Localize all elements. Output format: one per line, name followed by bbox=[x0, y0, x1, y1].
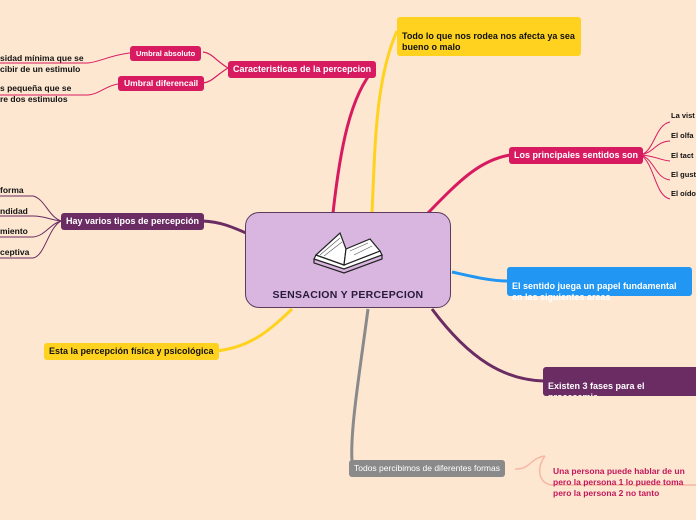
link-sentidos bbox=[428, 155, 510, 213]
node-tipo-1-text: forma bbox=[0, 185, 24, 195]
link-caracteristicas bbox=[333, 68, 375, 213]
book-icon bbox=[310, 229, 386, 275]
node-sentido-5-text: El oído bbox=[671, 189, 696, 198]
link-sentido-1 bbox=[641, 122, 670, 155]
link-sentido-5 bbox=[641, 155, 670, 199]
link-tipos bbox=[203, 221, 246, 233]
node-umbral-diferencial-desc[interactable]: s pequeña que se re dos estimulos bbox=[0, 72, 71, 105]
node-todos-percibimos-text: Todos percibimos de diferentes formas bbox=[354, 463, 500, 473]
node-papel-fundamental[interactable]: El sentido juega un papel fundamental en… bbox=[507, 267, 692, 296]
node-umbral-absoluto-desc-text: sidad mínima que se cibir de un estimulo bbox=[0, 53, 84, 74]
node-tipo-2-text: ndidad bbox=[0, 206, 28, 216]
node-sentido-2-text: El olfa bbox=[671, 131, 694, 140]
node-tipo-3[interactable]: miento bbox=[0, 226, 28, 237]
node-sentido-2[interactable]: El olfa bbox=[671, 130, 694, 141]
node-sentido-1-text: La vist bbox=[671, 111, 695, 120]
node-caracteristicas-text: Caracteristicas de la percepcion bbox=[233, 64, 371, 74]
node-tipo-4-text: ceptiva bbox=[0, 247, 29, 257]
node-todo-lo-que[interactable]: Todo lo que nos rodea nos afecta ya sea … bbox=[397, 17, 581, 56]
link-fases bbox=[432, 309, 544, 381]
link-todo-lo-que bbox=[372, 31, 397, 213]
node-sentido-4-text: El gust bbox=[671, 170, 696, 179]
node-sentido-5[interactable]: El oído bbox=[671, 188, 696, 199]
link-fisica bbox=[215, 309, 292, 351]
link-todos bbox=[352, 309, 368, 461]
node-umbral-diferencial-desc-text: s pequeña que se re dos estimulos bbox=[0, 83, 71, 104]
node-sentidos[interactable]: Los principales sentidos son bbox=[509, 147, 643, 164]
node-umbral-diferencial[interactable]: Umbral diferencail bbox=[118, 76, 204, 91]
node-todo-lo-que-text: Todo lo que nos rodea nos afecta ya sea … bbox=[402, 31, 575, 52]
node-umbral-absoluto-text: Umbral absoluto bbox=[136, 49, 195, 58]
node-tres-fases-text: Existen 3 fases para el procesamie de la… bbox=[548, 381, 645, 396]
node-umbral-absoluto[interactable]: Umbral absoluto bbox=[130, 46, 201, 61]
node-fisica-psicologica[interactable]: Esta la percepción física y psicológica bbox=[44, 343, 219, 360]
node-todos-percibimos[interactable]: Todos percibimos de diferentes formas bbox=[349, 460, 505, 477]
node-sentido-4[interactable]: El gust bbox=[671, 169, 696, 180]
link-umbral-absoluto bbox=[203, 52, 228, 68]
node-tipo-2[interactable]: ndidad bbox=[0, 206, 28, 217]
link-papel bbox=[452, 272, 508, 281]
node-persona-hablar-text: Una persona puede hablar de un pero la p… bbox=[553, 466, 685, 498]
node-tipos-percepcion-text: Hay varios tipos de percepción bbox=[66, 216, 199, 226]
node-tipo-4[interactable]: ceptiva bbox=[0, 247, 29, 258]
node-umbral-absoluto-desc[interactable]: sidad mínima que se cibir de un estimulo bbox=[0, 42, 84, 75]
node-fisica-psicologica-text: Esta la percepción física y psicológica bbox=[49, 346, 214, 356]
central-title: SENSACION Y PERCEPCION bbox=[246, 289, 450, 301]
node-sentidos-text: Los principales sentidos son bbox=[514, 150, 638, 160]
node-sentido-3-text: El tact bbox=[671, 151, 694, 160]
node-umbral-diferencial-text: Umbral diferencail bbox=[124, 78, 198, 88]
node-persona-hablar[interactable]: Una persona puede hablar de un pero la p… bbox=[553, 455, 685, 499]
node-caracteristicas[interactable]: Caracteristicas de la percepcion bbox=[228, 61, 376, 78]
node-sentido-3[interactable]: El tact bbox=[671, 150, 694, 161]
link-umbral-diferencial bbox=[203, 68, 228, 83]
node-tres-fases[interactable]: Existen 3 fases para el procesamie de la… bbox=[543, 367, 696, 396]
node-sentido-1[interactable]: La vist bbox=[671, 110, 695, 121]
central-topic[interactable]: SENSACION Y PERCEPCION bbox=[245, 212, 451, 308]
node-tipos-percepcion[interactable]: Hay varios tipos de percepción bbox=[61, 213, 204, 230]
node-tipo-1[interactable]: forma bbox=[0, 185, 24, 196]
node-tipo-3-text: miento bbox=[0, 226, 28, 236]
